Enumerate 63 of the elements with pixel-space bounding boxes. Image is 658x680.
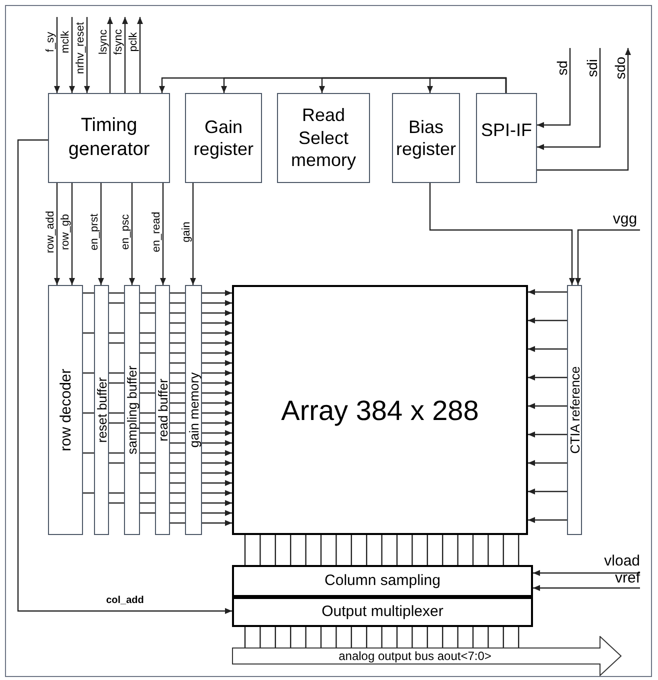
signal-line — [122, 17, 128, 93]
block: SPI-IF — [476, 93, 537, 183]
signal-line — [69, 17, 75, 93]
pixel-array: Array 384 x 288 — [232, 285, 528, 535]
signal-label: en_read — [152, 212, 162, 252]
signal-line — [537, 48, 571, 128]
wire-bundle — [109, 292, 124, 504]
buffer-block: read buffer — [155, 285, 170, 535]
signal-line — [533, 570, 640, 576]
signal-line — [129, 183, 135, 285]
signal-label: sdi — [585, 59, 599, 77]
signal-line — [533, 585, 640, 591]
output-bus-arrow: analog output bus aout<7:0> — [232, 636, 622, 676]
signal-label: row_gb — [60, 214, 72, 250]
block: Read Select memory — [277, 93, 370, 183]
buffer-block: sampling buffer — [124, 285, 140, 535]
signal-label: en_prst — [90, 214, 100, 250]
signal-line — [98, 183, 104, 285]
signal-label: en_psc — [120, 214, 132, 250]
signal-label: vgg — [612, 212, 638, 226]
block: Bias register — [392, 93, 460, 183]
signal-line — [575, 229, 640, 285]
wire-bundle — [244, 535, 520, 565]
signal-line — [84, 17, 90, 93]
signal-line — [54, 183, 60, 285]
signal-line — [427, 77, 507, 93]
block: Gain register — [185, 93, 262, 183]
signal-label: nrhv_reset — [76, 22, 86, 74]
signal-line — [537, 48, 601, 150]
buffer-block: row decoder — [48, 285, 83, 535]
signal-line — [17, 139, 232, 614]
wire-bundle — [170, 292, 185, 524]
block: Output multiplexer — [232, 597, 533, 627]
signal-line — [429, 183, 575, 285]
signal-line — [54, 17, 60, 93]
signal-label: sd — [555, 60, 569, 76]
signal-line — [137, 17, 143, 93]
signal-label: vload — [604, 554, 640, 568]
block: Column sampling — [232, 565, 533, 597]
signal-label: mclk — [60, 30, 72, 54]
signal-label: f_sy — [46, 32, 56, 52]
wire-bundle — [528, 289, 567, 523]
buffer-block: reset buffer — [94, 285, 109, 535]
signal-label: pclk — [128, 32, 140, 52]
signal-line — [69, 183, 75, 285]
wire-bundle — [140, 292, 155, 514]
signal-label: gain — [182, 222, 192, 242]
signal-label: col_add — [106, 596, 144, 606]
signal-label: sdo — [613, 56, 627, 80]
block: Timing generator — [48, 93, 170, 183]
signal-line — [537, 48, 631, 171]
buffer-block: gain memory — [185, 285, 202, 535]
signal-line — [160, 183, 166, 285]
wire-bundle — [244, 627, 520, 648]
signal-label: lsync — [98, 29, 110, 55]
signal-label: row_add — [46, 210, 56, 254]
signal-line — [190, 183, 196, 285]
wire-bundle — [202, 290, 232, 526]
signal-label: vref — [614, 570, 640, 586]
buffer-block: CTIA reference — [567, 285, 582, 535]
signal-label: fsync — [114, 29, 124, 55]
wire-bundle — [83, 292, 94, 494]
signal-line — [107, 17, 113, 93]
